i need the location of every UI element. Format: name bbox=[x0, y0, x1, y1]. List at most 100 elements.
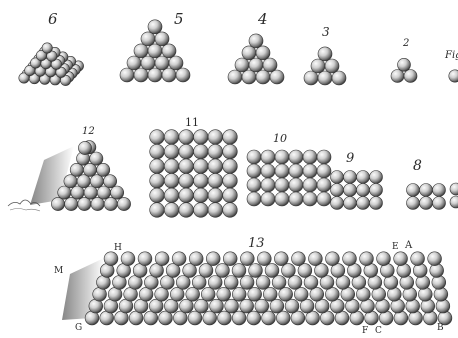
cannonball bbox=[331, 184, 344, 197]
cannonball bbox=[256, 46, 270, 60]
cannonball bbox=[428, 252, 442, 266]
cannonball bbox=[433, 197, 446, 210]
cannonball bbox=[141, 56, 155, 70]
cannonball bbox=[331, 171, 344, 184]
figure-number-5: 5 bbox=[174, 10, 184, 28]
cannonball bbox=[370, 171, 383, 184]
cannonball bbox=[282, 264, 296, 278]
cannonball bbox=[311, 59, 325, 73]
cannonball bbox=[134, 68, 148, 82]
figure-number-8: 8 bbox=[413, 158, 422, 174]
cannonball bbox=[344, 197, 357, 210]
cannonball bbox=[225, 299, 239, 313]
figure-fig-partial-pile bbox=[449, 70, 458, 82]
cannonball bbox=[186, 287, 200, 301]
figure-number-4: 4 bbox=[257, 10, 268, 28]
cannonball bbox=[117, 197, 130, 210]
cannonball bbox=[303, 192, 317, 206]
cannonball bbox=[188, 311, 202, 325]
cannonball bbox=[265, 264, 279, 278]
cannonball bbox=[292, 252, 306, 266]
cannonball bbox=[148, 68, 162, 82]
cannonball bbox=[208, 159, 223, 174]
cannonball bbox=[199, 264, 213, 278]
cannonball bbox=[235, 58, 249, 72]
cannonball bbox=[450, 183, 458, 195]
figure-number-11: 11 bbox=[185, 116, 199, 129]
point-letter-g: G bbox=[75, 323, 82, 333]
cannonball bbox=[387, 287, 401, 301]
cannonball bbox=[228, 70, 242, 84]
cannonball bbox=[261, 192, 275, 206]
cannonball bbox=[357, 184, 370, 197]
cannonball bbox=[194, 203, 209, 218]
cannonball bbox=[394, 252, 408, 266]
cannonball bbox=[169, 56, 183, 70]
cannonball bbox=[249, 34, 263, 48]
cannonball bbox=[104, 175, 117, 188]
cannonball bbox=[411, 252, 425, 266]
cannonball bbox=[274, 252, 288, 266]
cannonball bbox=[247, 164, 261, 178]
cannonball bbox=[120, 68, 134, 82]
cannonball bbox=[65, 197, 78, 210]
cannonball bbox=[148, 44, 162, 58]
cannonball bbox=[179, 159, 194, 174]
cannonball bbox=[223, 203, 238, 218]
cannonball bbox=[141, 32, 155, 46]
cannonball bbox=[303, 164, 317, 178]
cannonball bbox=[261, 178, 275, 192]
cannonball bbox=[317, 164, 331, 178]
cannonball bbox=[223, 130, 238, 145]
cannonball bbox=[450, 196, 458, 208]
cannonball bbox=[344, 171, 357, 184]
cannonball bbox=[176, 276, 190, 290]
cannonball bbox=[270, 299, 284, 313]
cannonball bbox=[279, 287, 293, 301]
cannonball bbox=[317, 150, 331, 164]
cannonball bbox=[208, 188, 223, 203]
cannonball bbox=[242, 46, 256, 60]
cannonball bbox=[318, 47, 332, 61]
figure-12-oblique-pile bbox=[30, 141, 131, 211]
cannonball bbox=[104, 252, 118, 266]
cannonball bbox=[208, 130, 223, 145]
cannonball bbox=[148, 20, 162, 34]
cannonball bbox=[394, 311, 408, 325]
figure-number-10: 10 bbox=[273, 132, 287, 145]
cannonball bbox=[262, 311, 276, 325]
cannonball bbox=[164, 174, 179, 189]
cannonball bbox=[263, 58, 277, 72]
cannonball bbox=[155, 252, 169, 266]
cannonball bbox=[232, 287, 246, 301]
cannonball bbox=[423, 311, 437, 325]
cannonball bbox=[164, 144, 179, 159]
cannonball bbox=[150, 203, 165, 218]
cannonball bbox=[377, 252, 391, 266]
cannonball bbox=[409, 311, 423, 325]
cannonball bbox=[263, 287, 277, 301]
cannonball bbox=[256, 70, 270, 84]
cannonball bbox=[256, 276, 270, 290]
cannonball bbox=[179, 174, 194, 189]
figure-10-rect-stack bbox=[247, 150, 331, 206]
cannonball bbox=[391, 70, 404, 83]
cannonball bbox=[77, 175, 90, 188]
cannonball bbox=[111, 186, 124, 199]
cannonball bbox=[127, 56, 141, 70]
cannonball bbox=[404, 70, 417, 83]
cannonball bbox=[257, 252, 271, 266]
cannonball bbox=[223, 188, 238, 203]
cannonball bbox=[272, 276, 286, 290]
cannonball bbox=[179, 188, 194, 203]
cannonball bbox=[331, 197, 344, 210]
cannonball bbox=[247, 192, 261, 206]
cannonball bbox=[416, 276, 430, 290]
cannonball bbox=[433, 184, 446, 197]
cannonball bbox=[216, 264, 230, 278]
cannonball bbox=[430, 264, 444, 278]
point-letter-m: M bbox=[54, 266, 63, 276]
cannonball bbox=[318, 71, 332, 85]
cannonball bbox=[192, 276, 206, 290]
